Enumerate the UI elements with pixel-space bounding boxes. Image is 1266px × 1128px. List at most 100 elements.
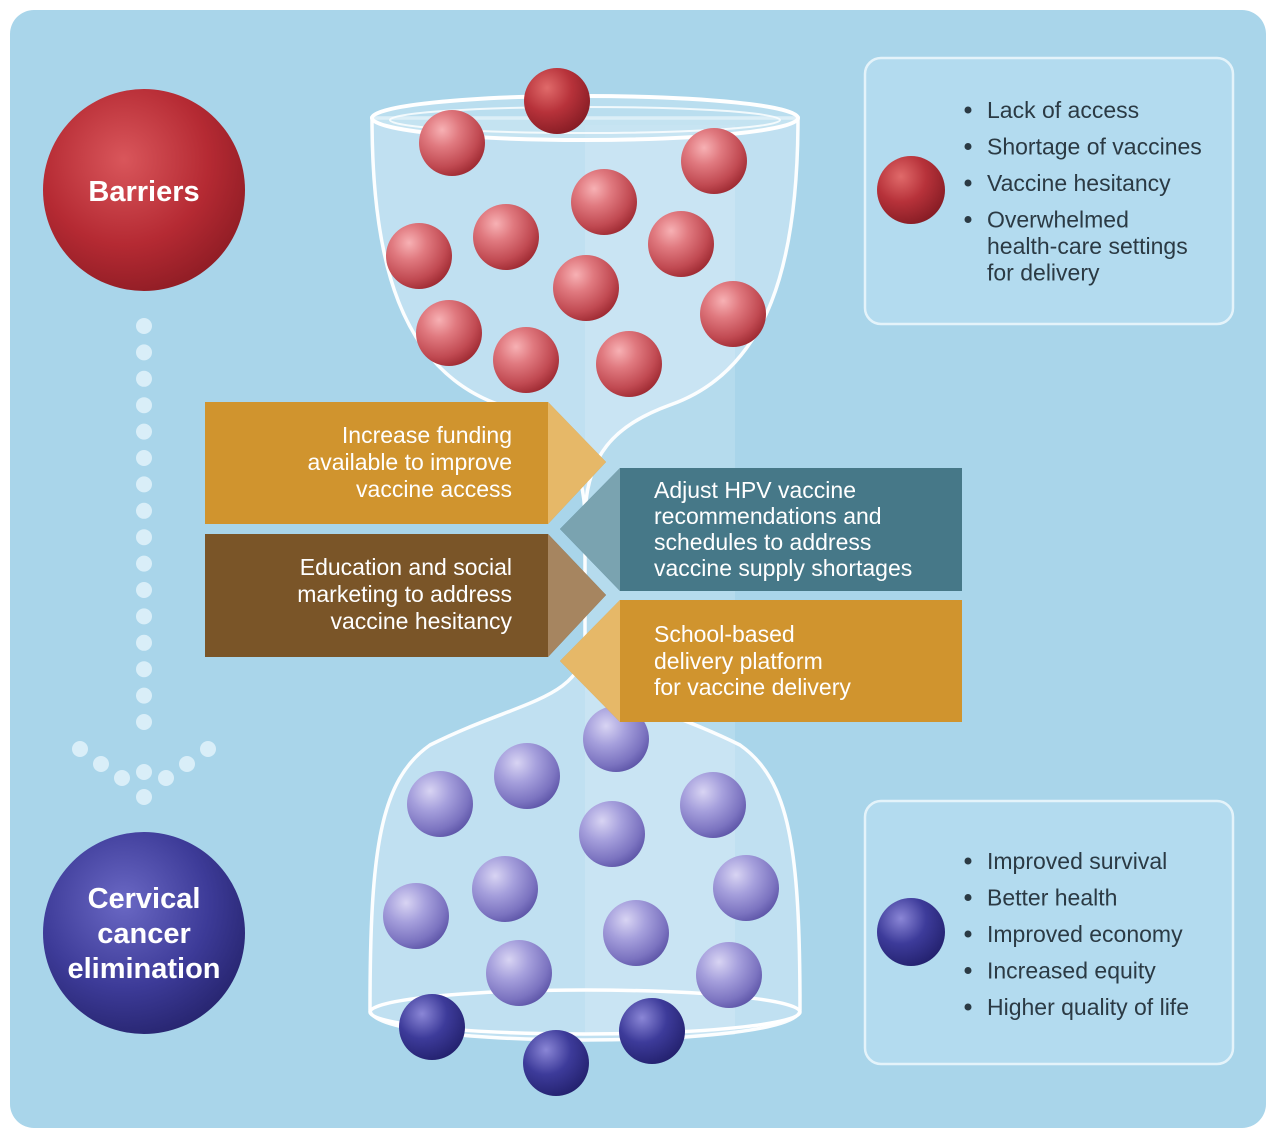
barrier-ball — [681, 128, 747, 194]
arrow-dot — [72, 741, 88, 757]
arrow-dot — [136, 582, 152, 598]
school-line-2: delivery platform — [654, 648, 823, 674]
arrow-dot — [136, 634, 152, 651]
hourglass-base — [368, 988, 802, 1036]
funding-arrow-shape — [205, 402, 606, 524]
list-item: Improved survival — [987, 848, 1167, 874]
school-line-3: for vaccine delivery — [654, 674, 851, 700]
list-item: Increased equity — [987, 958, 1156, 984]
list-item: Lack of access — [987, 97, 1139, 123]
outcome-ball — [383, 883, 449, 949]
barrier-ball — [473, 204, 539, 270]
bullet-icon — [964, 179, 972, 187]
outcome-ball — [696, 942, 762, 1008]
education-line-3: vaccine hesitancy — [330, 608, 512, 634]
arrow-dot — [136, 764, 152, 780]
arrow-dot — [136, 397, 152, 414]
funding-line-1: Increase funding — [342, 422, 512, 448]
red-sphere-icon — [877, 156, 945, 224]
school-arrow-shape — [560, 600, 962, 722]
list-item: for delivery — [987, 260, 1100, 286]
intervention-recommendations: Adjust HPV vaccine recommendations and s… — [560, 468, 962, 591]
funding-arrow-overlap — [548, 402, 606, 524]
bullet-icon — [964, 143, 972, 150]
barrier-ball — [700, 281, 766, 347]
list-item: Overwhelmed — [987, 207, 1129, 233]
barriers-label: Barriers — [88, 176, 199, 208]
arrow-dot — [158, 770, 174, 786]
blue-sphere-icon — [877, 898, 945, 966]
intervention-school: School-based delivery platform for vacci… — [560, 600, 962, 722]
barriers-node — [43, 89, 245, 291]
outcome-ball — [399, 994, 465, 1060]
arrow-dot — [136, 318, 152, 334]
outcome-ball — [494, 743, 560, 809]
arrow-dot — [179, 756, 195, 772]
outcome-legend-box — [863, 799, 1235, 1066]
outcome-ball — [603, 900, 669, 966]
arrow-dot — [136, 608, 152, 625]
bullet-icon — [964, 857, 972, 865]
education-line-1: Education and social — [300, 554, 512, 580]
arrow-dot — [136, 687, 152, 704]
education-arrow-shape — [205, 534, 606, 657]
outcome-ball — [486, 940, 552, 1006]
barrier-ball — [553, 255, 619, 321]
bullet-icon — [964, 1003, 972, 1011]
arrow-dot — [200, 741, 216, 757]
outcome-ball — [523, 1030, 589, 1096]
bullet-icon — [964, 967, 972, 974]
list-item: Better health — [987, 885, 1117, 911]
barrier-ball — [596, 331, 662, 397]
funding-line-3: vaccine access — [356, 476, 512, 502]
bullet-icon — [964, 930, 972, 938]
arrow-dot — [136, 502, 152, 519]
outcome-ball — [579, 801, 645, 867]
barrier-ball — [648, 211, 714, 277]
arrow-dot — [93, 756, 109, 772]
bullet-icon — [964, 106, 972, 114]
elimination-label-line-1: Cervical — [88, 883, 201, 915]
barrier-balls — [386, 68, 766, 397]
outcome-ball — [680, 772, 746, 838]
education-arrow-overlap — [548, 534, 606, 657]
funding-line-2: available to improve — [307, 449, 512, 475]
barrier-ball — [493, 327, 559, 393]
flow-column: Barriers Cervical cancer elimination — [43, 89, 245, 1034]
outcome-ball — [713, 855, 779, 921]
arrow-dot — [136, 450, 152, 466]
school-arrow-overlap — [560, 600, 620, 722]
barrier-legend-box — [863, 56, 1235, 326]
list-item: Vaccine hesitancy — [987, 170, 1171, 196]
recommendations-line-1: Adjust HPV vaccine — [654, 477, 856, 503]
arrow-dot — [136, 529, 152, 546]
recommendations-arrow-overlap — [560, 468, 620, 591]
arrow-dot — [136, 555, 152, 572]
school-line-1: School-based — [654, 621, 795, 647]
outcome-ball — [472, 856, 538, 922]
outcome-balls — [383, 706, 779, 1096]
arrow-dot — [136, 344, 152, 361]
list-item: health-care settings — [987, 233, 1188, 259]
arrow-dot — [136, 423, 152, 440]
outcome-ball — [619, 998, 685, 1064]
list-item: Higher quality of life — [987, 994, 1189, 1020]
arrow-dot — [136, 476, 152, 493]
elimination-label-line-2: cancer — [97, 918, 191, 950]
dotted-arrow-down-icon — [72, 318, 216, 805]
arrow-dot — [114, 770, 130, 786]
barrier-ball — [571, 169, 637, 235]
barrier-ball — [386, 223, 452, 289]
arrow-dot — [136, 714, 152, 730]
education-line-2: marketing to address — [297, 581, 512, 607]
intervention-education: Education and social marketing to addres… — [205, 534, 606, 657]
recommendations-arrow-shape — [560, 468, 962, 591]
recommendations-line-3: schedules to address — [654, 529, 871, 555]
elimination-node — [43, 832, 245, 1034]
bullet-icon — [964, 894, 972, 901]
